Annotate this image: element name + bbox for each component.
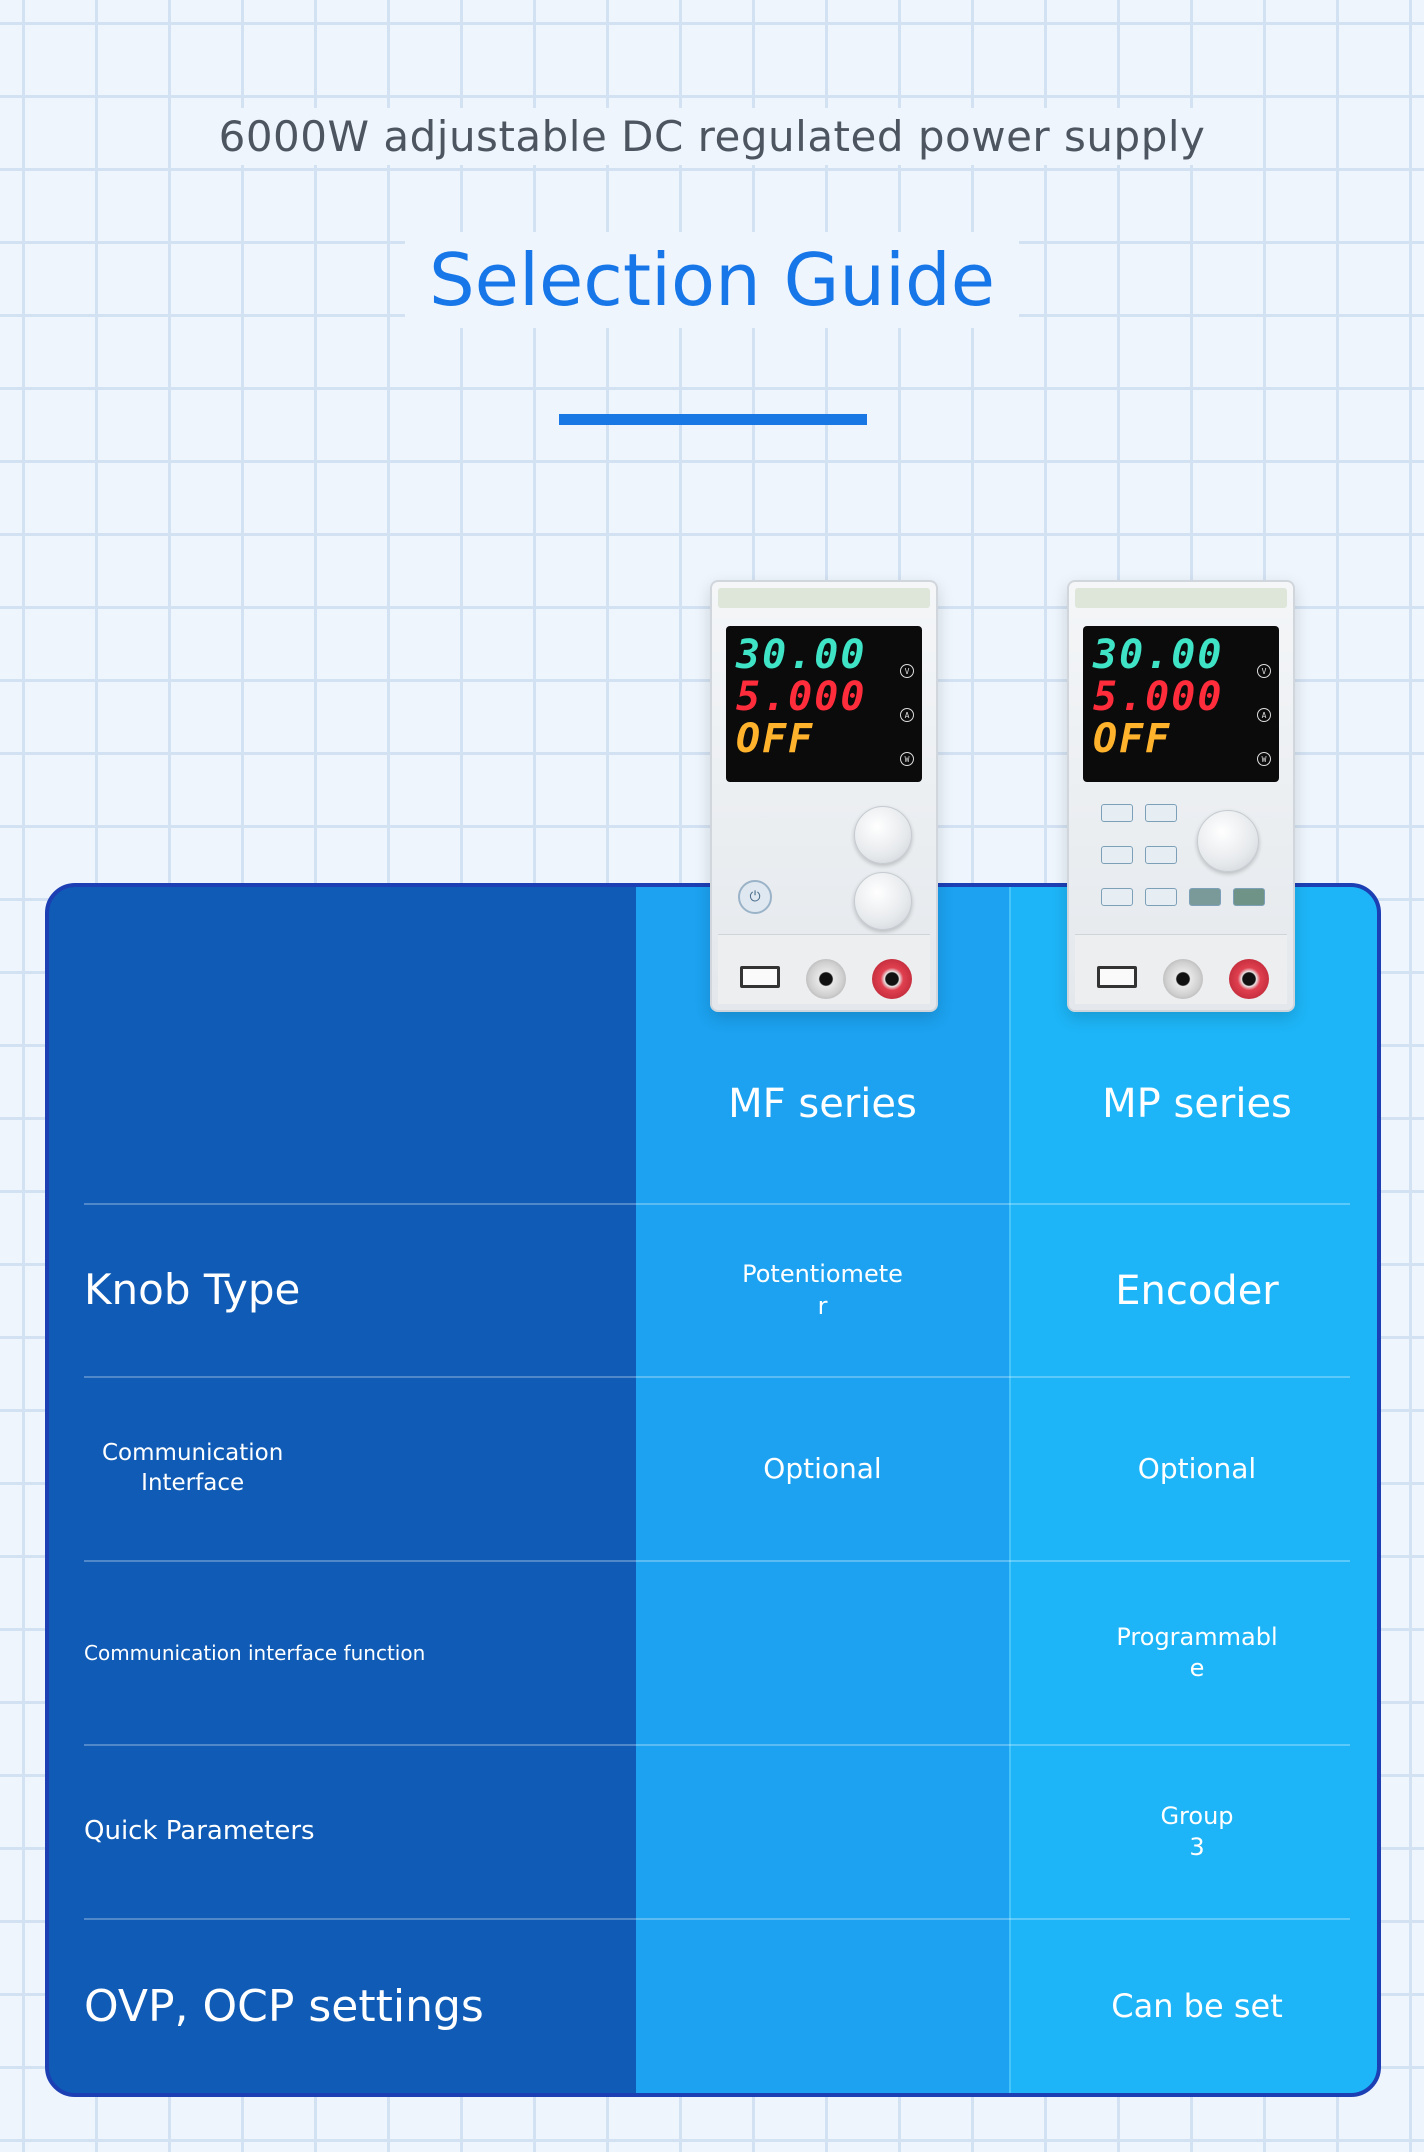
mp-column xyxy=(1009,887,1377,2093)
row-label-communication-function: Communication interface function xyxy=(84,1641,426,1665)
amp-indicator-icon: A xyxy=(1257,708,1271,722)
negative-terminal xyxy=(1163,959,1203,999)
volt-indicator-icon: V xyxy=(1257,664,1271,678)
watt-indicator-icon: W xyxy=(900,752,914,766)
mp-ovp-ocp: Can be set xyxy=(1111,1986,1283,2025)
mf-knob-type: Potentiomete r xyxy=(742,1260,903,1320)
mf-series-name: MF series xyxy=(728,1081,917,1127)
current-readout: 5.000 xyxy=(736,674,867,720)
mp-quick-parameters: Group 3 xyxy=(1160,1801,1234,1861)
mf-product-image: 30.00 5.000 OFF V A W ⏻ xyxy=(710,580,938,1012)
usb-port-icon xyxy=(1097,966,1137,988)
power-readout: OFF xyxy=(736,716,815,762)
shift-key-icon xyxy=(1233,888,1265,906)
onoff-key-icon xyxy=(1145,888,1177,906)
mp-communication-interface: Optional xyxy=(1137,1451,1257,1485)
voltage-knob xyxy=(854,806,912,864)
m2-key-icon xyxy=(1101,846,1133,864)
volt-indicator-icon: V xyxy=(900,664,914,678)
m1-key-icon xyxy=(1101,804,1133,822)
device-display: 30.00 5.000 OFF V A W xyxy=(1083,626,1279,782)
device-display: 30.00 5.000 OFF V A W xyxy=(726,626,922,782)
watt-indicator-icon: W xyxy=(1257,752,1271,766)
mf-column xyxy=(636,887,1009,2093)
row-label-text: Communication Interface xyxy=(102,1440,284,1496)
device-header-strip xyxy=(1075,588,1287,608)
voltage-readout: 30.00 xyxy=(736,632,867,678)
ovp-key-icon xyxy=(1145,846,1177,864)
mf-communication-interface: Optional xyxy=(763,1451,882,1485)
negative-terminal xyxy=(806,959,846,999)
amp-indicator-icon: A xyxy=(900,708,914,722)
encoder-knob xyxy=(1197,810,1259,872)
row-label-communication-interface: Communication Interface xyxy=(84,1378,636,1560)
mf-communication-function xyxy=(636,1562,1009,1744)
row-divider xyxy=(84,1918,1350,1920)
current-readout: 5.000 xyxy=(1093,674,1224,720)
row-label-quick-parameters: Quick Parameters xyxy=(84,1816,315,1847)
mp-product-image: 30.00 5.000 OFF V A W xyxy=(1067,580,1295,1012)
device-header-strip xyxy=(718,588,930,608)
m3-key-icon xyxy=(1101,888,1133,906)
row-divider xyxy=(84,1203,1350,1205)
ocp-key-icon xyxy=(1145,804,1177,822)
current-knob xyxy=(854,872,912,930)
row-divider xyxy=(84,1744,1350,1746)
power-button-icon: ⏻ xyxy=(738,880,772,914)
mf-quick-parameters xyxy=(636,1746,1009,1918)
mp-communication-function: Programmabl e xyxy=(1116,1622,1278,1682)
positive-terminal xyxy=(872,959,912,999)
title-underline xyxy=(559,414,867,425)
subtitle: 6000W adjustable DC regulated power supp… xyxy=(0,108,1424,165)
row-label-ovp-ocp: OVP, OCP settings xyxy=(84,1980,484,2032)
comparison-table: MF series MP series Knob Type Potentiome… xyxy=(45,883,1381,2097)
voltage-readout: 30.00 xyxy=(1093,632,1224,678)
mp-knob-type: Encoder xyxy=(1115,1267,1279,1314)
usb-port-icon xyxy=(740,966,780,988)
row-label-knob-type: Knob Type xyxy=(84,1265,301,1315)
row-divider xyxy=(84,1560,1350,1562)
mf-ovp-ocp xyxy=(636,1920,1009,2093)
positive-terminal xyxy=(1229,959,1269,999)
mp-series-name: MP series xyxy=(1102,1081,1292,1127)
lock-key-icon xyxy=(1189,888,1221,906)
page-title: Selection Guide xyxy=(0,232,1424,328)
power-readout: OFF xyxy=(1093,716,1172,762)
row-divider xyxy=(84,1376,1350,1378)
